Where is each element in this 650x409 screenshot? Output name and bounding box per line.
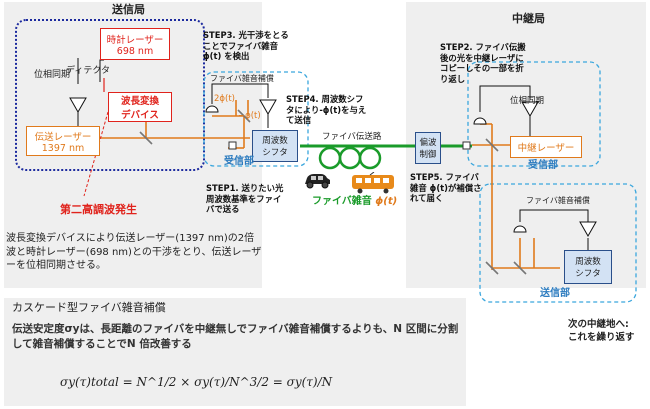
fiber-path-label: ファイバ伝送路 xyxy=(322,132,382,142)
fiber-noise-label: ファイバ雑音 ϕ(t) xyxy=(312,196,397,208)
receiver-right-top-label: 受信部 xyxy=(528,160,558,171)
relay-title: 中継局 xyxy=(512,12,545,25)
freq-shifter-right-box: 周波数 シフタ xyxy=(564,250,612,284)
clock-laser-label: 時計レーザー xyxy=(106,34,164,46)
polarization-label-1: 偏波 xyxy=(419,138,437,148)
wavelength-conv-label-2: デバイス xyxy=(121,110,159,121)
relay-laser-label: 中継レーザー xyxy=(517,143,575,154)
shg-label: 第二高調波発生 xyxy=(60,203,137,216)
freq-shifter-left-box: 周波数 シフタ xyxy=(252,130,298,162)
next-relay-line1: 次の中継地へ: xyxy=(568,319,629,330)
description-text: 波長変換デバイスにより伝送レーザー(1397 nm)の2倍波と時計レーザー(69… xyxy=(6,233,262,271)
clock-laser-wavelength: 698 nm xyxy=(116,45,154,57)
phase-lock-left-label: 位相同期 xyxy=(34,70,71,80)
next-relay-line2: これを繰り返す xyxy=(568,332,635,343)
fiber-noise-comp-left-label: ファイバ雑音補償 xyxy=(210,74,274,83)
train-icon xyxy=(350,172,396,194)
fiber-noise-text: ファイバ雑音 xyxy=(312,196,372,207)
receiver-left-label: 受信部 xyxy=(224,156,254,167)
transmitter-title: 送信局 xyxy=(112,3,145,16)
polarization-control-box: 偏波 制御 xyxy=(415,132,441,164)
receiver-right-bottom-label: 送信部 xyxy=(540,288,570,299)
cascade-body: 伝送安定度σyは、長距離のファイバを中継無しでファイバ雑音補償するよりも、N 区… xyxy=(12,323,459,351)
fiber-noise-phi: ϕ(t) xyxy=(375,196,398,207)
transmission-laser-label: 伝送レーザー xyxy=(34,131,92,143)
phase-lock-right-label: 位相同期 xyxy=(510,96,545,106)
wavelength-conv-label-1: 波長変換 xyxy=(120,96,159,107)
two-phi-label: 2ϕ(t) xyxy=(214,94,235,104)
minus-phi-label: −ϕ(t) xyxy=(238,111,261,121)
step1-text: STEP1. 送りたい光周波数基準をファイバで送る xyxy=(206,183,284,214)
freq-shifter-left-label-2: シフタ xyxy=(262,148,288,158)
freq-shifter-left-label-1: 周波数 xyxy=(262,136,288,146)
fiber-noise-comp-right-label: ファイバ雑音補償 xyxy=(526,196,590,205)
cascade-box xyxy=(4,298,466,406)
clock-laser-box: 時計レーザー 698 nm xyxy=(100,28,170,60)
step5-text: STEP5. ファイバ雑音 ϕ(t)が補償されて届く xyxy=(410,172,482,203)
freq-shifter-right-label-2: シフタ xyxy=(575,269,601,279)
transmission-laser-box: 伝送レーザー 1397 nm xyxy=(26,126,100,156)
relay-laser-box: 中継レーザー xyxy=(510,136,582,158)
step4-text: STEP4. 周波数シフタにより-ϕ(t)を与えて送信 xyxy=(286,94,367,125)
cascade-formula: σy(τ)total = N^1/2 × σy(τ)/N^3/2 = σy(τ)… xyxy=(60,375,333,389)
step3-text: STEP3. 光干渉をとることでファイバ雑音 ϕ(t) を検出 xyxy=(203,30,289,61)
car-icon xyxy=(302,172,332,190)
wavelength-conversion-box: 波長変換 デバイス xyxy=(108,92,172,122)
detector-label: ディテクタ xyxy=(66,66,111,76)
step2-text: STEP2. ファイバ伝搬後の光を中継レーザにコピーしその一部を折り返し xyxy=(440,42,526,84)
cascade-title: カスケード型ファイバ雑音補償 xyxy=(12,301,166,314)
transmission-laser-wavelength: 1397 nm xyxy=(41,142,85,154)
polarization-label-2: 制御 xyxy=(419,150,437,160)
freq-shifter-right-label-1: 周波数 xyxy=(575,257,601,267)
